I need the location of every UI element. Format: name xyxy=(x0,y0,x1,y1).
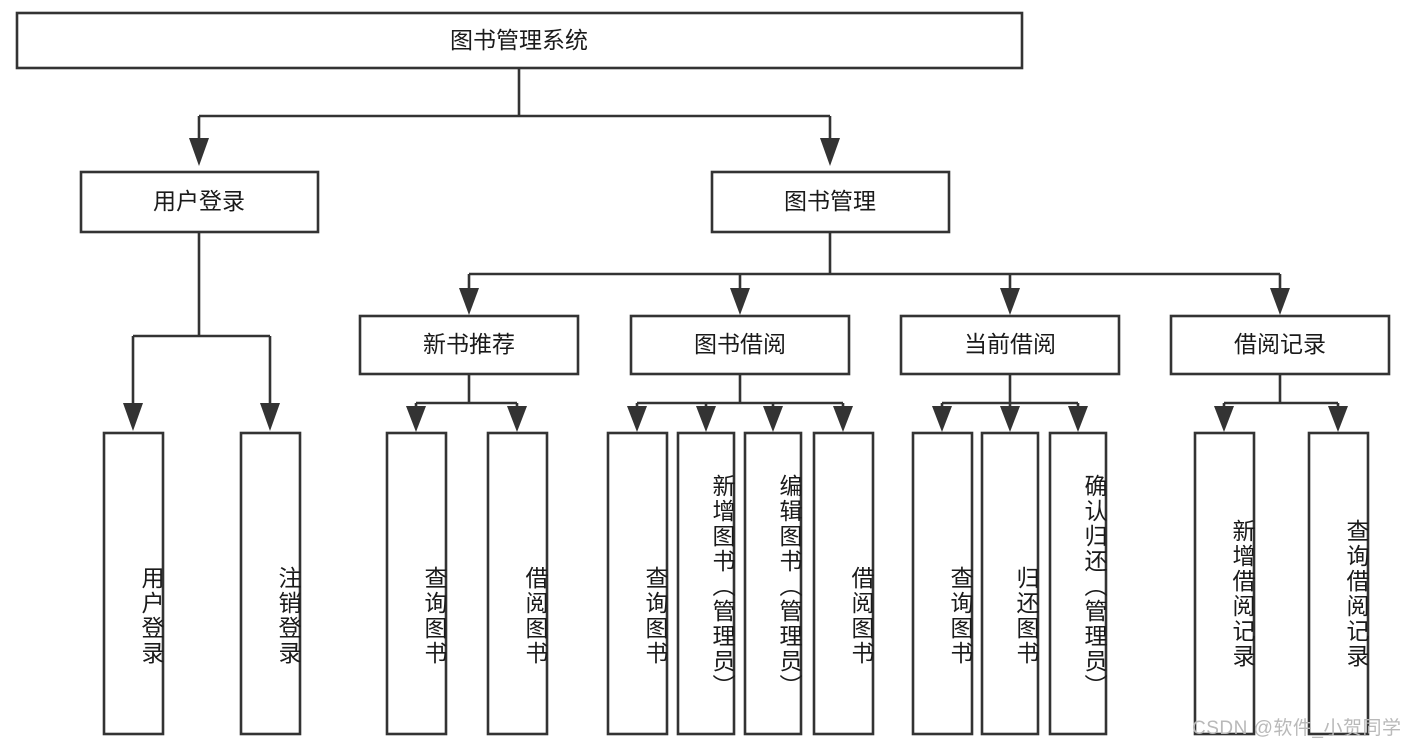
node-leaf-borrow-book-2[interactable] xyxy=(812,431,875,736)
arrow-ul-leaf2 xyxy=(260,403,280,431)
arrow-bm-to-current xyxy=(1000,288,1020,315)
connector-group-book-manage xyxy=(459,232,1290,315)
arrow-br-leaf2 xyxy=(696,406,716,432)
arrow-root-to-user-login xyxy=(189,138,209,166)
node-current-borrow[interactable] xyxy=(899,314,1121,376)
arrow-br-leaf1 xyxy=(627,406,647,432)
node-book-borrow-label: 图书借阅 xyxy=(694,331,786,357)
node-leaf-query-record[interactable] xyxy=(1307,431,1370,736)
node-new-book-recommend[interactable] xyxy=(358,314,580,376)
node-user-login[interactable] xyxy=(79,170,320,234)
watermark-text: CSDN @软件_小贺同学 xyxy=(1192,718,1402,739)
arrow-rec-leaf2 xyxy=(507,406,527,432)
arrow-cur-leaf3 xyxy=(1068,406,1088,432)
arrow-cur-leaf2 xyxy=(1000,406,1020,432)
node-book-borrow[interactable] xyxy=(629,314,851,376)
arrow-bm-to-borrow xyxy=(730,288,750,315)
arrow-ul-leaf1 xyxy=(123,403,143,431)
node-leaf-query-book-2[interactable] xyxy=(606,431,669,736)
connector-group-borrow xyxy=(627,374,853,432)
node-leaf-return-book[interactable] xyxy=(980,431,1040,736)
arrow-rec-leaf1 xyxy=(406,406,426,432)
node-user-login-label: 用户登录 xyxy=(153,188,245,214)
node-leaf-logout-login[interactable] xyxy=(239,431,302,736)
node-leaf-confirm-return[interactable] xyxy=(1048,431,1108,736)
node-borrow-record-label: 借阅记录 xyxy=(1234,331,1326,357)
node-root[interactable] xyxy=(15,11,1024,70)
node-root-label: 图书管理系统 xyxy=(450,27,588,53)
arrow-rc-leaf1 xyxy=(1214,406,1234,432)
node-book-manage[interactable] xyxy=(710,170,951,234)
node-leaf-add-book[interactable] xyxy=(676,431,736,736)
arrow-cur-leaf1 xyxy=(932,406,952,432)
connector-group-root xyxy=(189,68,840,166)
node-leaf-user-login[interactable] xyxy=(102,431,165,736)
arrow-bm-to-record xyxy=(1270,288,1290,315)
arrow-root-to-book-manage xyxy=(820,138,840,166)
connector-group-user-login xyxy=(123,232,280,431)
node-leaf-borrow-book-1[interactable] xyxy=(486,431,549,736)
node-leaf-add-record[interactable] xyxy=(1193,431,1256,736)
arrow-rc-leaf2 xyxy=(1328,406,1348,432)
node-current-borrow-label: 当前借阅 xyxy=(964,331,1056,357)
node-leaf-query-book-3[interactable] xyxy=(911,431,974,736)
node-new-book-recommend-label: 新书推荐 xyxy=(423,331,515,357)
node-borrow-record[interactable] xyxy=(1169,314,1391,376)
connector-group-record xyxy=(1214,374,1348,432)
arrow-br-leaf4 xyxy=(833,406,853,432)
node-leaf-query-book-1[interactable] xyxy=(385,431,448,736)
node-book-manage-label: 图书管理 xyxy=(784,188,876,214)
connector-group-current xyxy=(932,374,1088,432)
node-leaf-edit-book[interactable] xyxy=(743,431,803,736)
arrow-br-leaf3 xyxy=(763,406,783,432)
connector-group-recommend xyxy=(406,374,527,432)
arrow-bm-to-recommend xyxy=(459,288,479,315)
